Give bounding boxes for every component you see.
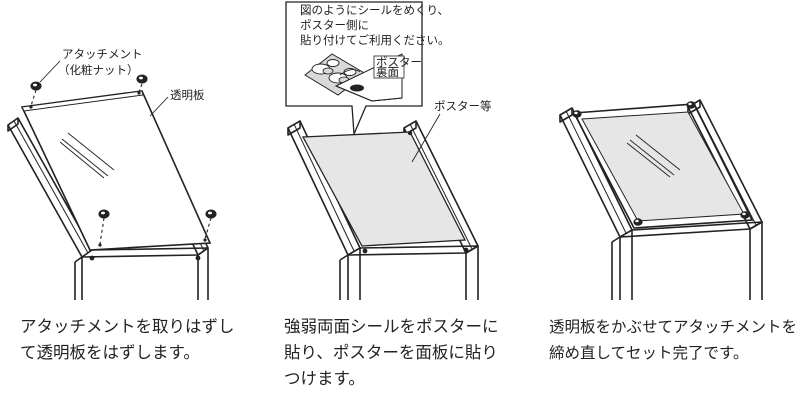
caption-panel-1: アタッチメントを取りはずし て透明板をはずします。 [20,314,235,366]
poster-label: ポスター等 [434,99,492,113]
caption-panel-2: 強弱両面シールをポスターに 貼り、ポスターを面板に貼り つけます。 [284,314,499,392]
caption-panel-2-line-1: 強弱両面シールをポスターに [284,317,499,336]
attachment-label-line2: （化粧ナット） [58,63,139,77]
panel-2-diagram: 図のようにシールをめくり、 ポスター側に 貼り付けてご利用ください。 [285,1,492,300]
caption-panel-3-line-2: 締め直してセット完了です。 [549,344,749,362]
callout-line-2: ポスター側に [300,18,369,32]
sticker-label-line2: 裏面 [376,65,399,79]
caption-panel-3-line-1: 透明板をかぶせてアタッチメントを [549,318,798,336]
caption-panel-2-line-3: つけます。 [284,369,365,388]
sticker-label-line1: ポスター [376,55,422,69]
frame-screw [195,255,201,261]
poster [301,131,467,247]
caption-panel-1-line-2: て透明板をはずします。 [20,343,200,362]
leader-line [411,113,441,163]
poster-back-sheet: ポスター 裏面 [334,53,422,102]
plate-label: 透明板 [170,88,205,102]
callout-box: 図のようにシールをめくり、 ポスター側に 貼り付けてご利用ください。 [285,1,450,135]
caption-panel-3: 透明板をかぶせてアタッチメントを 締め直してセット完了です。 [549,314,797,366]
frame-screw [89,255,95,261]
glare-lines [626,134,681,178]
leader-line [39,60,61,83]
frame-screw [463,247,469,253]
transparent-plate-mounted [572,103,754,229]
callout-line-1: 図のようにシールをめくり、 [300,3,449,17]
transparent-plate [20,90,212,251]
panel-1-diagram: アタッチメント （化粧ナット） 透明板 [7,47,217,300]
caption-panel-2-line-2: 貼り、ポスターを面板に貼り [284,343,498,362]
attachment-nuts-mounted [572,101,750,226]
stand-frame-2 [287,120,479,300]
attachment-nuts [30,74,217,245]
frame-screw [362,248,368,254]
panel-3-diagram [559,99,763,300]
frame-screw [407,130,413,136]
caption-panel-1-line-1: アタッチメントを取りはずし [20,317,235,336]
callout-line-3: 貼り付けてご利用ください。 [300,33,450,47]
leader-line [149,96,169,117]
attachment-label-line1: アタッチメント [62,47,143,61]
